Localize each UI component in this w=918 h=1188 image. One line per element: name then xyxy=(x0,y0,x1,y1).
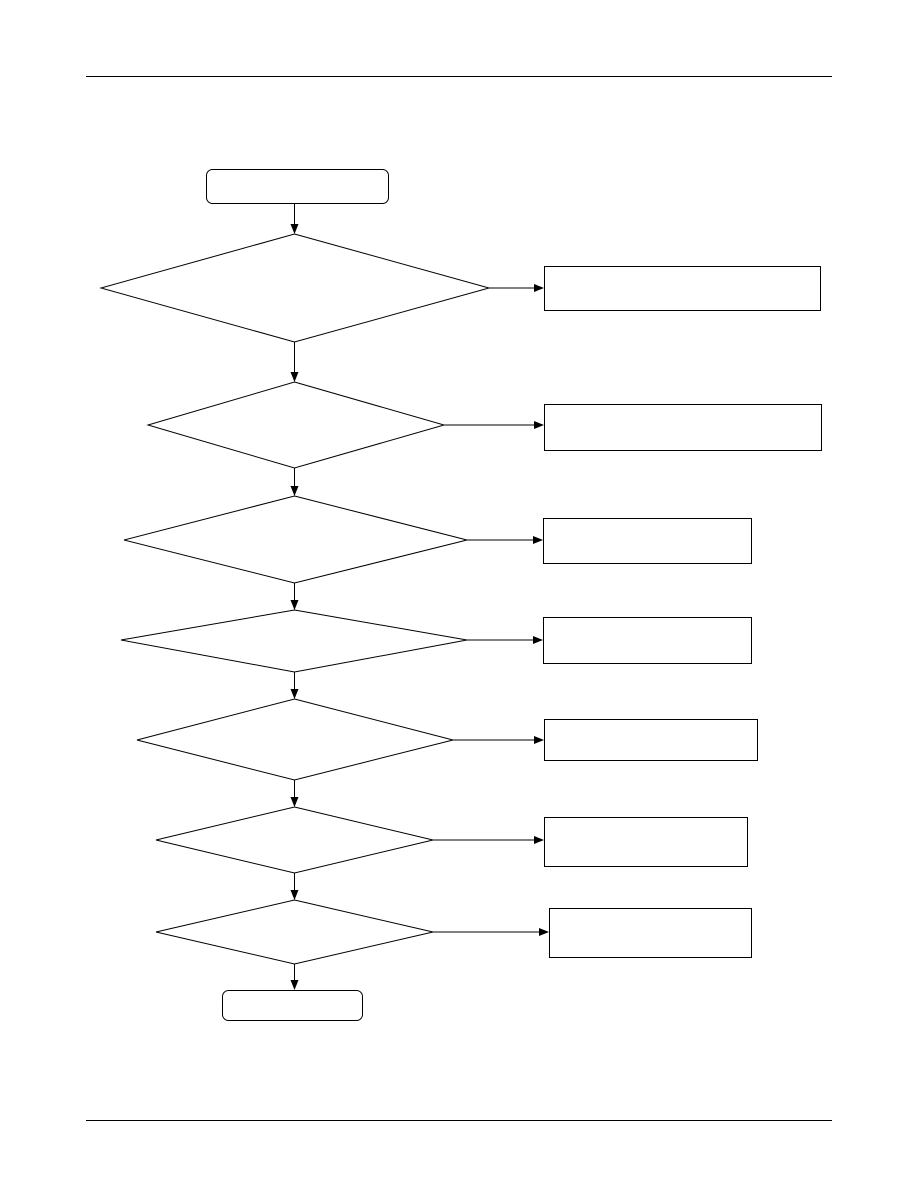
decision-1 xyxy=(99,233,491,343)
decision-2 xyxy=(146,381,446,469)
action-box-4 xyxy=(543,617,752,664)
action-box-1 xyxy=(544,266,821,311)
action-box-6 xyxy=(544,817,748,867)
decision-4 xyxy=(120,609,468,673)
decision-7 xyxy=(155,899,434,965)
action-box-2 xyxy=(544,404,822,451)
start-terminator xyxy=(206,169,389,204)
action-box-3 xyxy=(543,518,752,564)
action-box-7 xyxy=(549,908,752,958)
end-terminator xyxy=(222,990,363,1021)
decision-3 xyxy=(123,495,468,584)
action-box-5 xyxy=(544,719,758,761)
decision-6 xyxy=(155,806,434,874)
decision-5 xyxy=(136,698,454,781)
